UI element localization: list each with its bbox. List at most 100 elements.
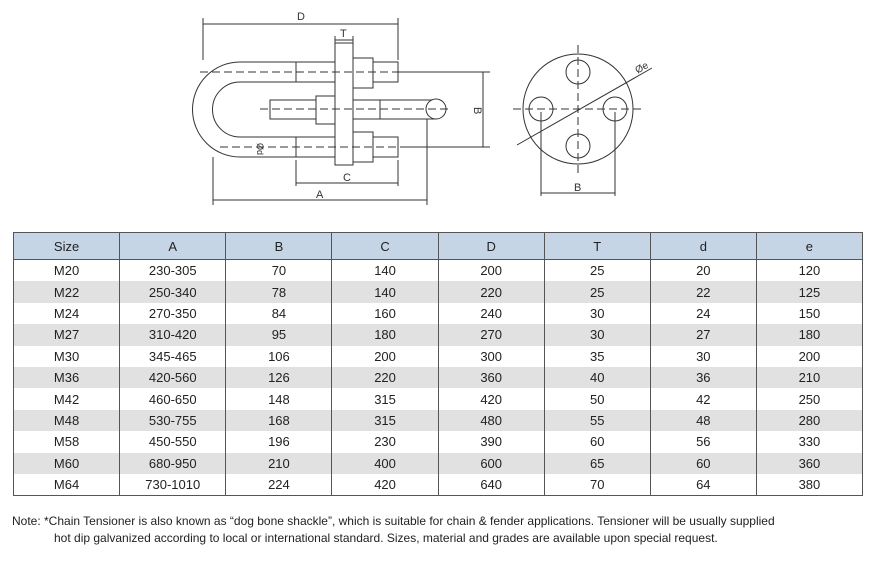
- table-cell: 180: [755, 324, 864, 346]
- table-cell: 20: [649, 259, 757, 282]
- table-cell: 380: [755, 473, 864, 497]
- column-header: T: [543, 232, 651, 260]
- table-cell: 60: [649, 452, 757, 474]
- table-cell: 27: [649, 324, 757, 346]
- chain-tensioner-drawing: D T B C A Ød Øe B: [192, 11, 653, 205]
- table-cell: 22: [649, 281, 757, 303]
- table-cell: 140: [331, 259, 439, 282]
- table-cell: M22: [12, 281, 121, 303]
- table-cell: 40: [543, 366, 651, 389]
- table-cell: 360: [755, 452, 864, 474]
- table-cell: 70: [225, 259, 333, 282]
- table-cell: 240: [437, 302, 545, 325]
- table-cell: 25: [543, 259, 651, 282]
- table-cell: 160: [331, 302, 439, 325]
- table-cell: 30: [543, 302, 651, 325]
- table-cell: 270: [437, 324, 545, 346]
- table-cell: 84: [225, 302, 333, 325]
- table-cell: 25: [543, 281, 651, 303]
- table-cell: M64: [12, 473, 121, 497]
- column-header: D: [437, 232, 545, 260]
- table-cell: 224: [225, 473, 333, 497]
- table-cell: 420: [437, 388, 545, 410]
- table-cell: 106: [225, 345, 333, 367]
- column-header: A: [119, 232, 227, 260]
- table-cell: 300: [437, 345, 545, 367]
- table-cell: 400: [331, 452, 439, 474]
- table-cell: 148: [225, 388, 333, 410]
- table-cell: 60: [543, 431, 651, 453]
- label-A: A: [316, 189, 324, 201]
- label-d: Ød: [255, 143, 265, 155]
- column-header: Size: [12, 232, 121, 260]
- table-cell: 30: [649, 345, 757, 367]
- table-cell: 70: [543, 473, 651, 497]
- table-cell: 530-755: [119, 409, 227, 432]
- table-cell: 30: [543, 324, 651, 346]
- table-cell: M20: [12, 259, 121, 282]
- column-header: e: [755, 232, 864, 260]
- table-cell: M24: [12, 302, 121, 325]
- table-cell: 126: [225, 366, 333, 389]
- table-cell: M60: [12, 452, 121, 474]
- table-cell: 640: [437, 473, 545, 497]
- table-cell: 150: [755, 302, 864, 325]
- table-cell: 230: [331, 431, 439, 453]
- table-cell: 420: [331, 473, 439, 497]
- column-header: B: [225, 232, 333, 260]
- table-cell: M27: [12, 324, 121, 346]
- label-C: C: [343, 172, 351, 184]
- table-cell: 196: [225, 431, 333, 453]
- table-cell: 310-420: [119, 324, 227, 346]
- label-B-front: B: [574, 182, 581, 194]
- table-cell: M42: [12, 388, 121, 410]
- table-cell: 460-650: [119, 388, 227, 410]
- table-cell: 125: [755, 281, 864, 303]
- table-cell: 360: [437, 366, 545, 389]
- column-header: d: [649, 232, 757, 260]
- table-cell: 24: [649, 302, 757, 325]
- table-cell: 95: [225, 324, 333, 346]
- side-view: [192, 18, 490, 205]
- table-cell: M30: [12, 345, 121, 367]
- table-cell: M58: [12, 431, 121, 453]
- table-cell: 210: [225, 452, 333, 474]
- table-cell: M48: [12, 409, 121, 432]
- label-D: D: [297, 11, 305, 23]
- note-line-2: hot dip galvanized according to local or…: [54, 531, 718, 545]
- table-cell: 35: [543, 345, 651, 367]
- table-cell: 64: [649, 473, 757, 497]
- table-cell: 120: [755, 259, 864, 282]
- front-view: [513, 45, 653, 196]
- table-cell: 180: [331, 324, 439, 346]
- table-cell: 200: [755, 345, 864, 367]
- table-cell: 220: [331, 366, 439, 389]
- table-cell: 730-1010: [119, 473, 227, 497]
- table-cell: 480: [437, 409, 545, 432]
- table-cell: 390: [437, 431, 545, 453]
- table-cell: 330: [755, 431, 864, 453]
- table-cell: 450-550: [119, 431, 227, 453]
- label-B: B: [471, 107, 483, 114]
- table-cell: 250-340: [119, 281, 227, 303]
- table-cell: 168: [225, 409, 333, 432]
- table-cell: 36: [649, 366, 757, 389]
- table-cell: M36: [12, 366, 121, 389]
- table-cell: 65: [543, 452, 651, 474]
- table-cell: 210: [755, 366, 864, 389]
- table-cell: 50: [543, 388, 651, 410]
- table-cell: 200: [331, 345, 439, 367]
- note-line-1: Note: *Chain Tensioner is also known as …: [12, 514, 775, 528]
- table-cell: 42: [649, 388, 757, 410]
- table-cell: 270-350: [119, 302, 227, 325]
- table-cell: 48: [649, 409, 757, 432]
